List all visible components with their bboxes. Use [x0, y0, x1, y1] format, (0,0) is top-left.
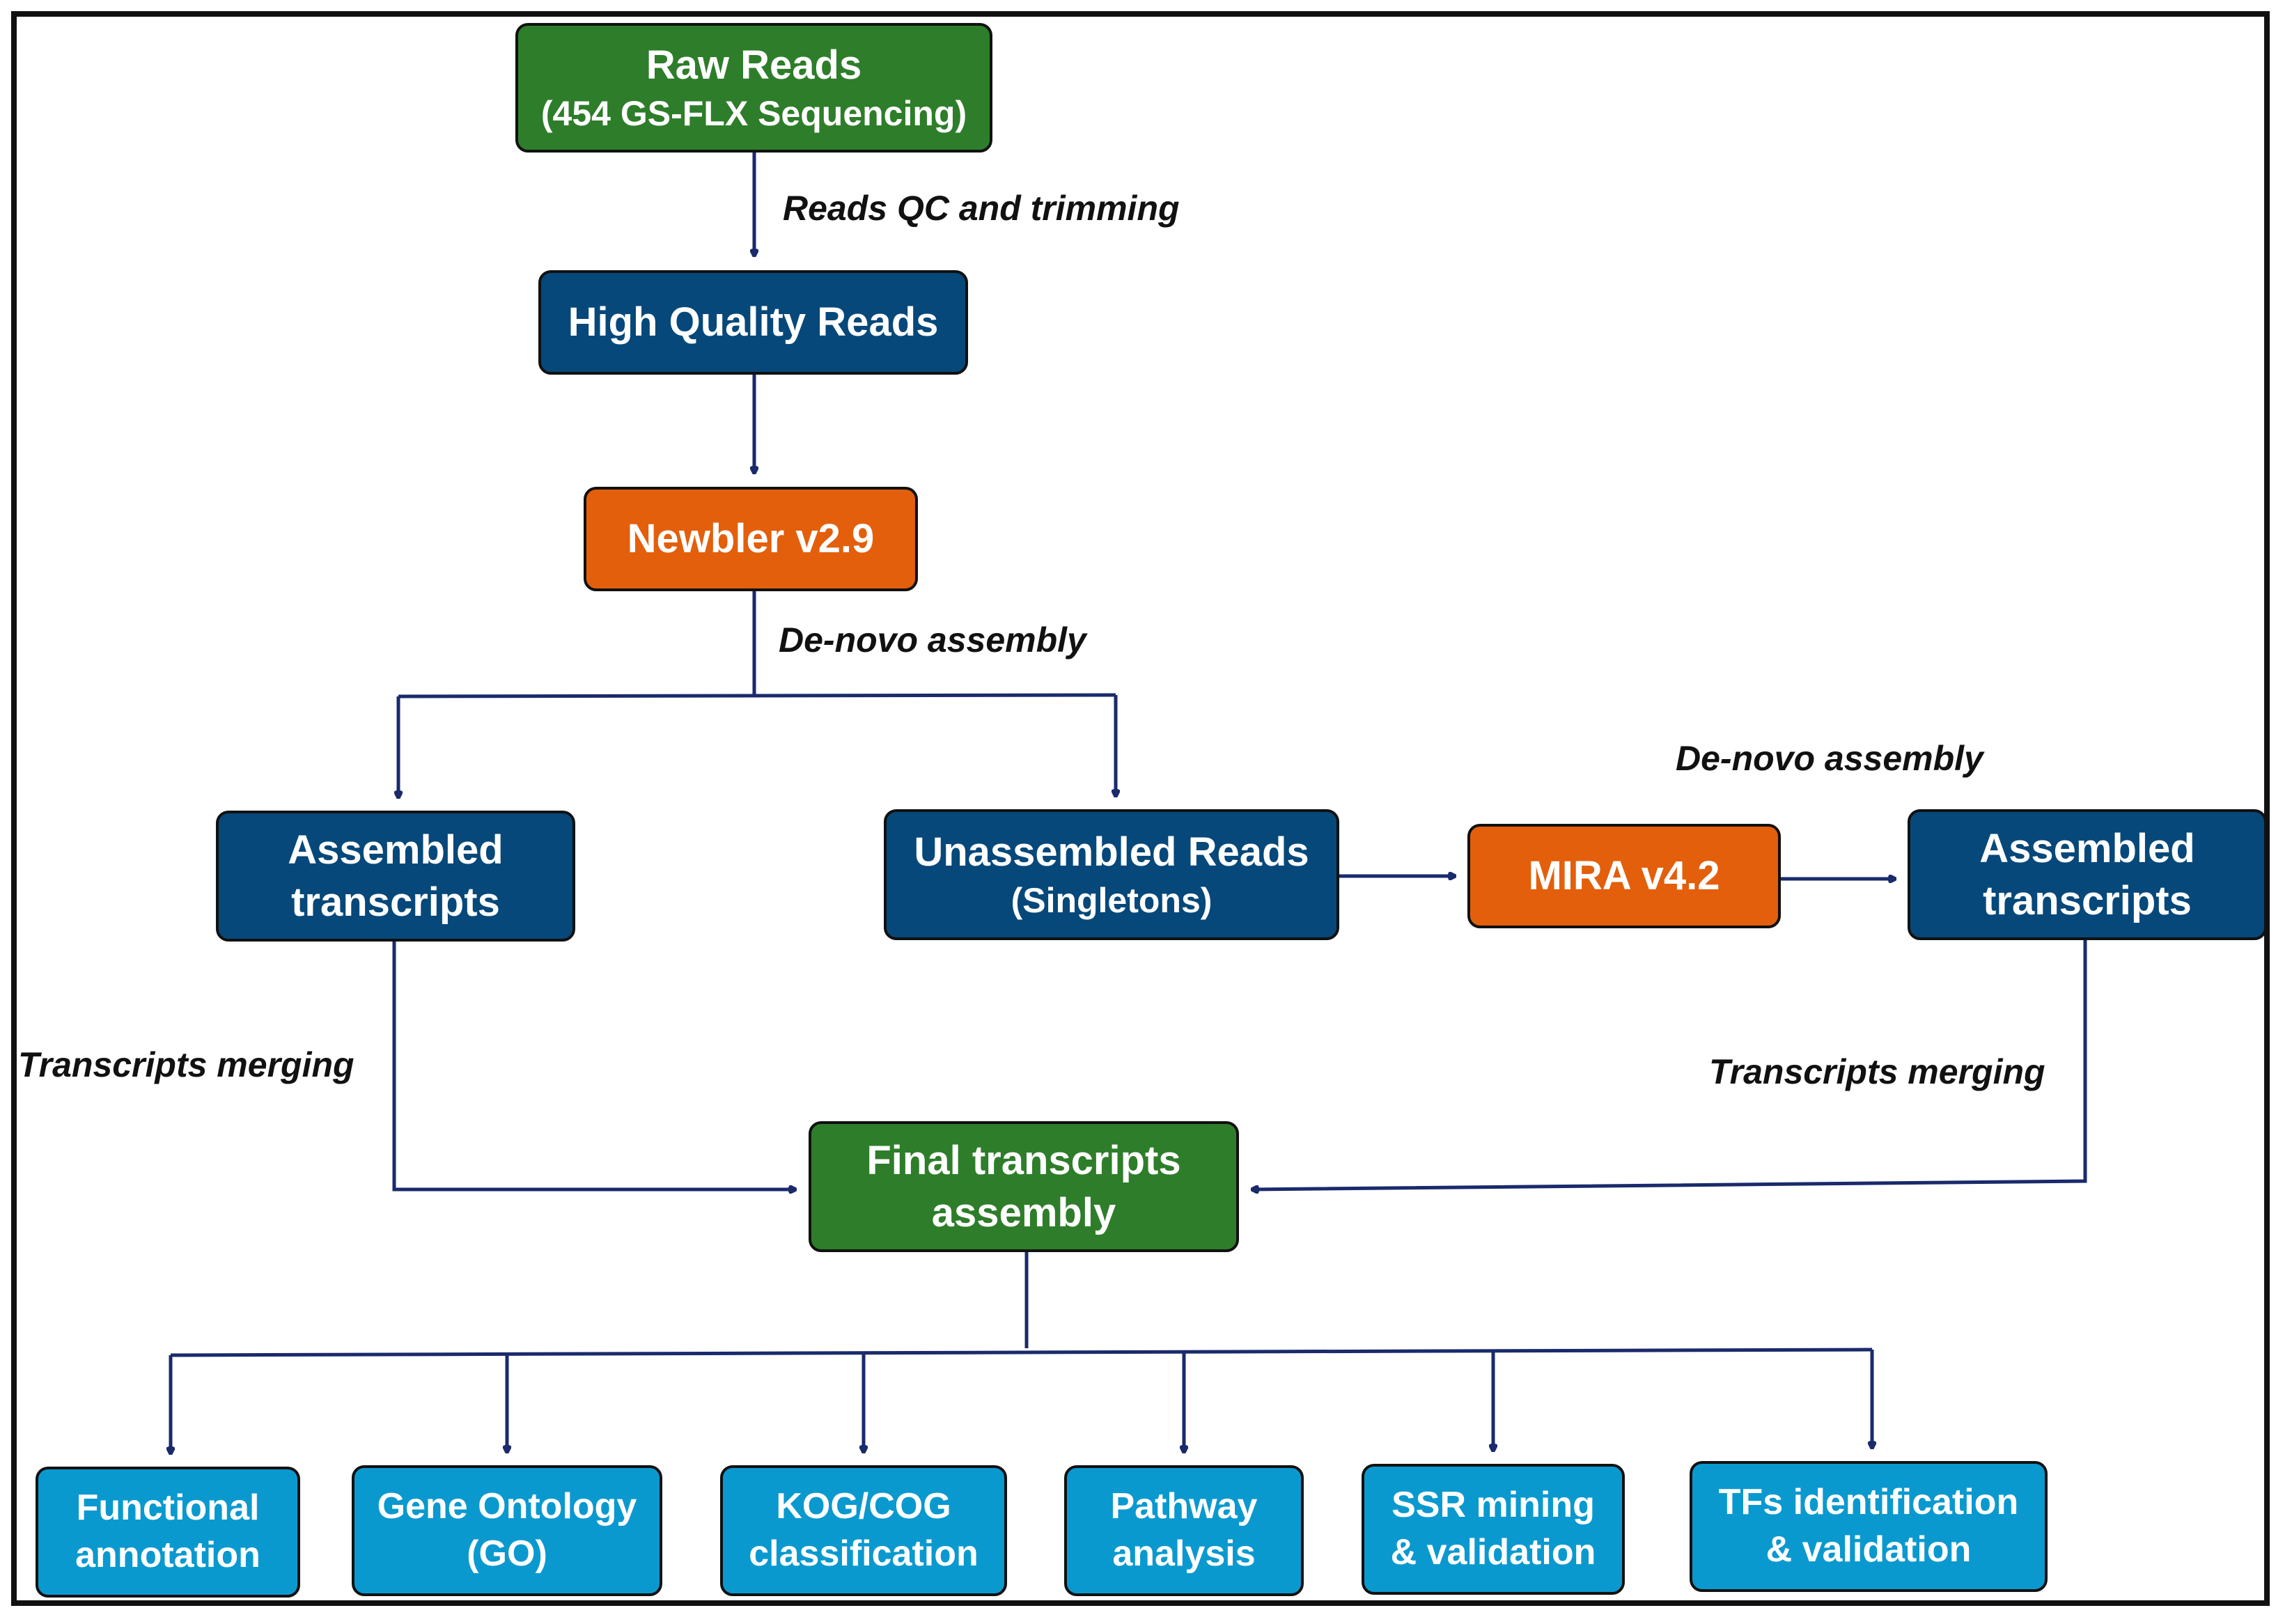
raw-reads-title: Raw Reads	[646, 42, 862, 88]
go-line1: Gene Ontology	[377, 1486, 637, 1527]
tfs-line1: TFs identification	[1718, 1482, 2019, 1523]
final-line1: Final transcripts	[866, 1137, 1181, 1183]
edge-newbler-branch-bar	[398, 693, 1116, 698]
reads-qc-label: Reads QC and trimming	[783, 189, 1180, 228]
kog-cog-classification-node: KOG/COG classification	[720, 1465, 1007, 1596]
high-quality-reads-title: High Quality Reads	[568, 299, 939, 345]
assembled-transcripts-left-node: Assembled transcripts	[216, 811, 575, 942]
assembled-left-line1: Assembled	[288, 827, 504, 873]
ssr-mining-node: SSR mining & validation	[1362, 1464, 1625, 1595]
ssr-line1: SSR mining	[1391, 1485, 1595, 1526]
pathway-line1: Pathway	[1110, 1486, 1258, 1527]
final-transcripts-assembly-node: Final transcripts assembly	[809, 1121, 1239, 1252]
unassembled-reads-node: Unassembled Reads (Singletons)	[884, 809, 1339, 940]
high-quality-reads-node: High Quality Reads	[538, 270, 968, 375]
edge-right-merge	[1252, 940, 2087, 1189]
go-line2: (GO)	[467, 1533, 547, 1574]
newbler-title: Newbler v2.9	[627, 516, 875, 562]
assembled-right-line2: transcripts	[1983, 878, 2192, 923]
assembled-transcripts-right-node: Assembled transcripts	[1908, 809, 2267, 940]
functional-line2: annotation	[75, 1535, 260, 1575]
transcripts-merging-label-left: Transcripts merging	[18, 1045, 354, 1084]
figure-border	[11, 11, 2270, 1606]
newbler-node: Newbler v2.9	[584, 487, 918, 591]
transcripts-merging-label-right: Transcripts merging	[1709, 1052, 2045, 1091]
tfs-identification-node: TFs identification & validation	[1690, 1461, 2048, 1592]
de-novo-assembly-label-1: De-novo assembly	[779, 620, 1086, 659]
mira-node: MIRA v4.2	[1467, 824, 1781, 928]
pathway-analysis-node: Pathway analysis	[1064, 1465, 1304, 1596]
functional-annotation-node: Functional annotation	[36, 1467, 300, 1598]
kog-line1: KOG/COG	[776, 1486, 951, 1527]
edge-output-bar	[170, 1348, 1873, 1357]
functional-line1: Functional	[76, 1488, 260, 1529]
assembled-right-line1: Assembled	[1979, 825, 2195, 871]
assembled-left-line2: transcripts	[291, 880, 500, 925]
de-novo-assembly-label-2: De-novo assembly	[1676, 739, 1983, 778]
gene-ontology-node: Gene Ontology (GO)	[352, 1465, 662, 1596]
unassembled-subtitle: (Singletons)	[1011, 881, 1213, 921]
edge-left-merge	[392, 942, 796, 1189]
mira-title: MIRA v4.2	[1528, 853, 1720, 899]
raw-reads-node: Raw Reads (454 GS-FLX Sequencing)	[515, 23, 992, 153]
tfs-line2: & validation	[1765, 1529, 1972, 1570]
kog-line2: classification	[749, 1533, 979, 1574]
raw-reads-subtitle: (454 GS-FLX Sequencing)	[540, 94, 967, 134]
pathway-line2: analysis	[1112, 1533, 1256, 1574]
unassembled-title: Unassembled Reads	[914, 829, 1309, 875]
ssr-line2: & validation	[1390, 1532, 1596, 1572]
final-line2: assembly	[931, 1190, 1116, 1235]
